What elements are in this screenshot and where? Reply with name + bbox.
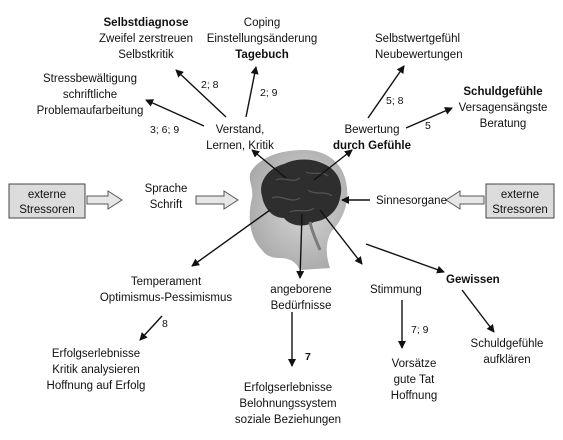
stress-line-3: Problemaufarbeitung [37, 105, 144, 117]
schuld-top-line-2: Beratung [480, 118, 527, 130]
selbstwert-line-1: Selbstwertgefühl [375, 33, 460, 45]
verstand-line-1: Verstand, [216, 124, 265, 136]
node-coping: Coping Einstellungsänderung Tagebuch [207, 17, 318, 61]
coping-line-1: Coping [244, 17, 280, 29]
node-verstand: Verstand, Lernen, Kritik [206, 124, 274, 152]
erfolg-left-line-3: Hoffnung auf Erfolg [47, 380, 146, 392]
bewertung-line-1: Bewertung [345, 124, 400, 136]
angeborene-line-2: Bedürfnisse [271, 300, 332, 312]
arrow-to-selbstdiagnose [175, 69, 227, 118]
edge-label-temperament: 8 [162, 318, 168, 330]
node-bewertung: Bewertung durch Gefühle [333, 124, 411, 152]
vorsaetze-line-3: Hoffnung [391, 390, 437, 402]
head-brain-illustration [249, 150, 348, 270]
block-arrow-left [86, 190, 123, 210]
input-arrows [86, 190, 485, 210]
schuld-top-line-1: Versagensängste [459, 102, 548, 114]
node-schuld-bottom: Schuldgefühle aufklären [471, 338, 544, 366]
erfolg-bottom-line-3: soziale Beziehungen [235, 414, 341, 426]
brain-folds [271, 171, 333, 213]
angeborene-line-1: angeborene [270, 284, 331, 296]
vorsaetze-line-2: gute Tat [394, 374, 436, 386]
edge-label-stress: 3; 6; 9 [150, 124, 179, 136]
coping-line-2: Einstellungsänderung [207, 33, 318, 45]
node-sprache: Sprache Schrift [145, 183, 188, 211]
edge-label-selbstwert: 5; 8 [386, 95, 404, 107]
node-stimmung: Stimmung [370, 284, 422, 296]
node-stress: Stressbewältigung schriftliche Problemau… [37, 73, 144, 117]
edge-label-selbstdiagnose: 2; 8 [201, 79, 219, 91]
block-arrow-right [445, 190, 485, 210]
selbstdiagnose-line-1: Zweifel zerstreuen [99, 33, 193, 45]
stress-line-2: schriftliche [63, 89, 117, 101]
node-erfolg-bottom: Erfolgserlebnisse Belohnungssystem sozia… [235, 382, 341, 426]
externe-right-line-1: externe [501, 189, 539, 201]
erfolg-left-line-2: Kritik analysieren [52, 364, 140, 376]
schuld-bottom-line-2: aufklären [483, 354, 530, 366]
selbstwert-line-2: Neubewertungen [375, 49, 463, 61]
node-erfolg-left: Erfolgserlebnisse Kritik analysieren Hof… [47, 348, 146, 392]
node-schuld-top: Schuldgefühle Versagensängste Beratung [459, 86, 548, 130]
node-externe-right: externe Stressoren [492, 189, 548, 216]
temperament-line-1: Temperament [131, 276, 202, 288]
edge-label-coping: 2; 9 [260, 87, 278, 99]
brain-icon [261, 159, 342, 226]
node-selbstwert: Selbstwertgefühl Neubewertungen [375, 33, 463, 61]
node-selbstdiagnose: Selbstdiagnose Zweifel zerstreuen Selbst… [99, 17, 193, 61]
arrow-to-erfolg-left [139, 315, 163, 341]
externe-left-line-2: Stressoren [19, 204, 75, 216]
schuld-top-title: Schuldgefühle [463, 86, 542, 98]
stress-line-1: Stressbewältigung [43, 73, 137, 85]
arrow-to-bewertung [313, 149, 353, 181]
erfolg-bottom-line-1: Erfolgserlebnisse [244, 382, 332, 394]
schuld-bottom-line-1: Schuldgefühle [471, 338, 544, 350]
arrow-to-angeborene [296, 213, 305, 279]
arrow-to-selbstwert [367, 65, 405, 119]
arrow-to-schuld-top [405, 107, 453, 129]
node-angeborene: angeborene Bedürfnisse [270, 284, 331, 312]
arrow-to-verstand [251, 149, 287, 179]
arrow-to-coping [245, 66, 259, 118]
erfolg-left-line-1: Erfolgserlebnisse [52, 348, 140, 360]
sprache-line-1: Sprache [145, 183, 188, 195]
sprache-line-2: Schrift [150, 199, 183, 211]
arrow-to-temperament [191, 209, 271, 267]
vorsaetze-line-1: Vorsätze [392, 358, 437, 370]
arrow-to-stress [145, 99, 205, 127]
node-externe-left: externe Stressoren [19, 189, 75, 216]
temperament-line-2: Optimismus-Pessimismus [100, 292, 233, 304]
selbstdiagnose-line-2: Selbstkritik [118, 49, 174, 61]
erfolg-bottom-line-2: Belohnungssystem [239, 398, 336, 410]
arrow-to-stimmung [319, 209, 363, 265]
bewertung-line-2: durch Gefühle [333, 140, 411, 152]
arrow-to-schuld-bottom [461, 289, 495, 333]
edge-label-angeborene: 7 [305, 351, 311, 363]
box-externe-left [8, 183, 86, 219]
edge-label-schuld: 5 [425, 120, 431, 132]
arrows [139, 65, 495, 367]
externe-right-line-2: Stressoren [492, 204, 548, 216]
arrow-to-gewissen [365, 243, 445, 274]
node-vorsaetze: Vorsätze gute Tat Hoffnung [391, 358, 437, 402]
node-gewissen: Gewissen [446, 274, 500, 286]
coping-bold-line: Tagebuch [235, 49, 288, 61]
brainstem [308, 221, 322, 251]
node-sinnesorgane: Sinnesorgane [376, 195, 447, 207]
edge-label-stimmung: 7; 9 [411, 324, 429, 336]
selbstdiagnose-title: Selbstdiagnose [104, 17, 189, 29]
block-arrow-sprache [195, 190, 239, 210]
externe-left-line-1: externe [28, 189, 66, 201]
node-temperament: Temperament Optimismus-Pessimismus [100, 276, 233, 304]
box-externe-right [485, 183, 555, 219]
verstand-line-2: Lernen, Kritik [206, 140, 274, 152]
